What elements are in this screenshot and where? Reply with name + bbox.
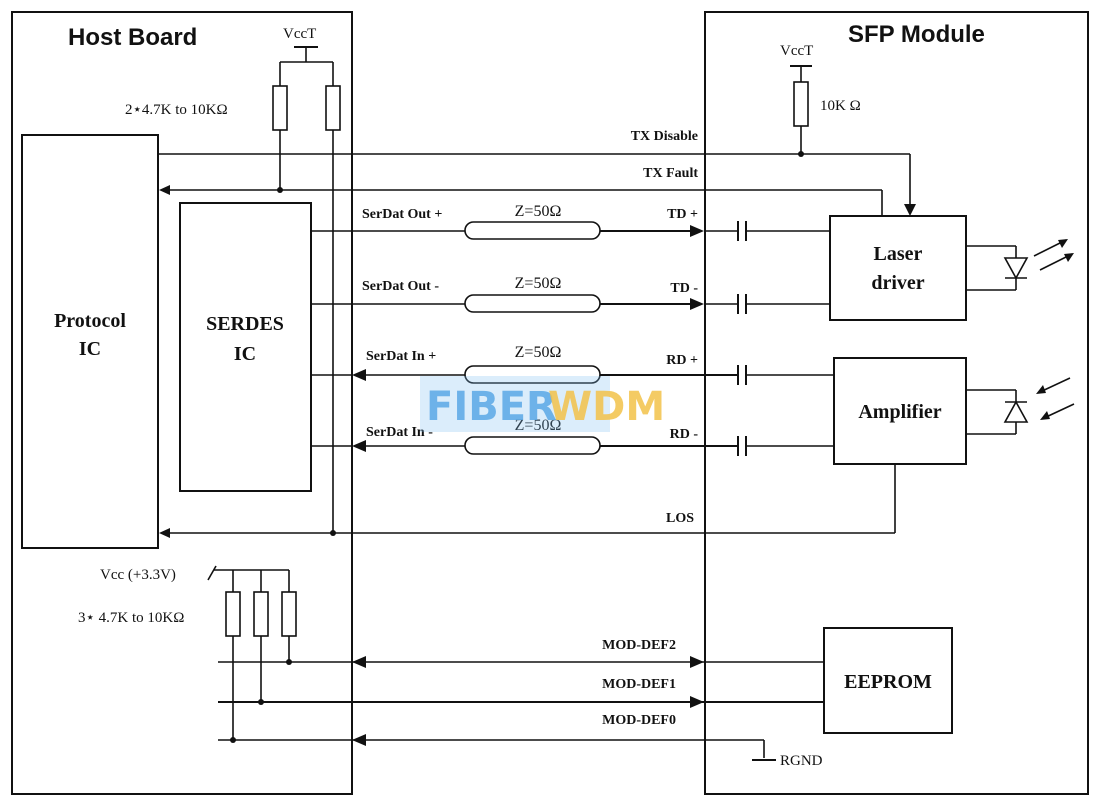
rd-minus-arrow xyxy=(352,440,366,452)
fiberwdm-watermark: FIBER WDM xyxy=(420,376,665,432)
sfp-module-outline xyxy=(704,11,1089,795)
serdat-out-minus-label: SerDat Out - xyxy=(362,279,439,294)
tx-fault-label: TX Fault xyxy=(643,166,698,181)
host-pullup-label: 2⋆4.7K to 10KΩ xyxy=(125,102,228,118)
impedance-label-2: Z=50Ω xyxy=(515,275,562,292)
impedance-label-1: Z=50Ω xyxy=(515,203,562,220)
protocol-ic-label-line2: IC xyxy=(79,338,101,360)
host-pullup-resistor-2 xyxy=(325,85,341,131)
td-minus-arrow xyxy=(690,298,704,310)
serdat-in-minus-label: SerDat In - xyxy=(366,425,433,440)
laser-driver-label-line1: Laser xyxy=(874,243,923,265)
eeprom-label: EEPROM xyxy=(844,671,932,693)
eeprom-block xyxy=(823,627,953,734)
laser-diode-icon xyxy=(966,239,1074,291)
laser-driver-block xyxy=(829,215,967,321)
sfp-module-title: SFP Module xyxy=(848,21,985,48)
amplifier-label: Amplifier xyxy=(858,401,941,423)
protocol-ic-label-line1: Protocol xyxy=(54,310,126,332)
serdat-in-plus-label: SerDat In + xyxy=(366,349,436,364)
rgnd-label: RGND xyxy=(780,753,823,769)
td-minus-transmission-line xyxy=(464,294,601,313)
los-label: LOS xyxy=(666,511,694,526)
vcc-pullup-label: 3⋆ 4.7K to 10KΩ xyxy=(78,610,184,626)
amplifier-block xyxy=(833,357,967,465)
tx-disable-label: TX Disable xyxy=(631,129,698,144)
serdes-ic-label-line1: SERDES xyxy=(206,313,284,335)
watermark-part2: WDM xyxy=(548,384,665,430)
protocol-ic-block xyxy=(21,134,159,549)
watermark-part1: FIBER xyxy=(426,384,557,430)
impedance-label-3: Z=50Ω xyxy=(515,344,562,361)
td-minus-label: TD - xyxy=(670,281,698,296)
host-board-title: Host Board xyxy=(68,24,197,51)
mod-def0-label: MOD-DEF0 xyxy=(602,713,676,728)
vcc-pullup-resistor-2 xyxy=(253,591,269,637)
rd-minus-label: RD - xyxy=(670,427,699,442)
tx-fault-arrow xyxy=(159,185,170,195)
vcc-pullup-resistor-1 xyxy=(225,591,241,637)
sfp-vcct-label: VccT xyxy=(780,43,813,59)
host-vcct-label: VccT xyxy=(283,26,316,42)
tx-disable-arrow xyxy=(904,204,916,216)
rd-plus-label: RD + xyxy=(666,353,698,368)
mod-def1-label: MOD-DEF1 xyxy=(602,677,676,692)
serdes-ic-block xyxy=(179,202,312,492)
host-pullup-resistor-1 xyxy=(272,85,288,131)
photo-diode-icon xyxy=(966,377,1075,435)
sfp-pullup-resistor xyxy=(793,81,809,127)
los-arrow xyxy=(159,528,170,538)
sfp-resistor-label: 10K Ω xyxy=(820,98,861,114)
rd-plus-arrow xyxy=(352,369,366,381)
mod-def2-label: MOD-DEF2 xyxy=(602,638,676,653)
impedance-label-4: Z=50Ω xyxy=(515,417,562,434)
vcc-label: Vcc (+3.3V) xyxy=(100,567,176,583)
td-plus-transmission-line xyxy=(464,221,601,240)
serdes-ic-label-line2: IC xyxy=(234,343,256,365)
td-plus-label: TD + xyxy=(667,207,698,222)
rd-minus-transmission-line xyxy=(464,436,601,455)
serdat-out-plus-label: SerDat Out + xyxy=(362,207,442,222)
host-board-outline xyxy=(11,11,353,795)
laser-driver-label-line2: driver xyxy=(871,272,924,294)
vcc-pullup-resistor-3 xyxy=(281,591,297,637)
td-plus-arrow xyxy=(690,225,704,237)
